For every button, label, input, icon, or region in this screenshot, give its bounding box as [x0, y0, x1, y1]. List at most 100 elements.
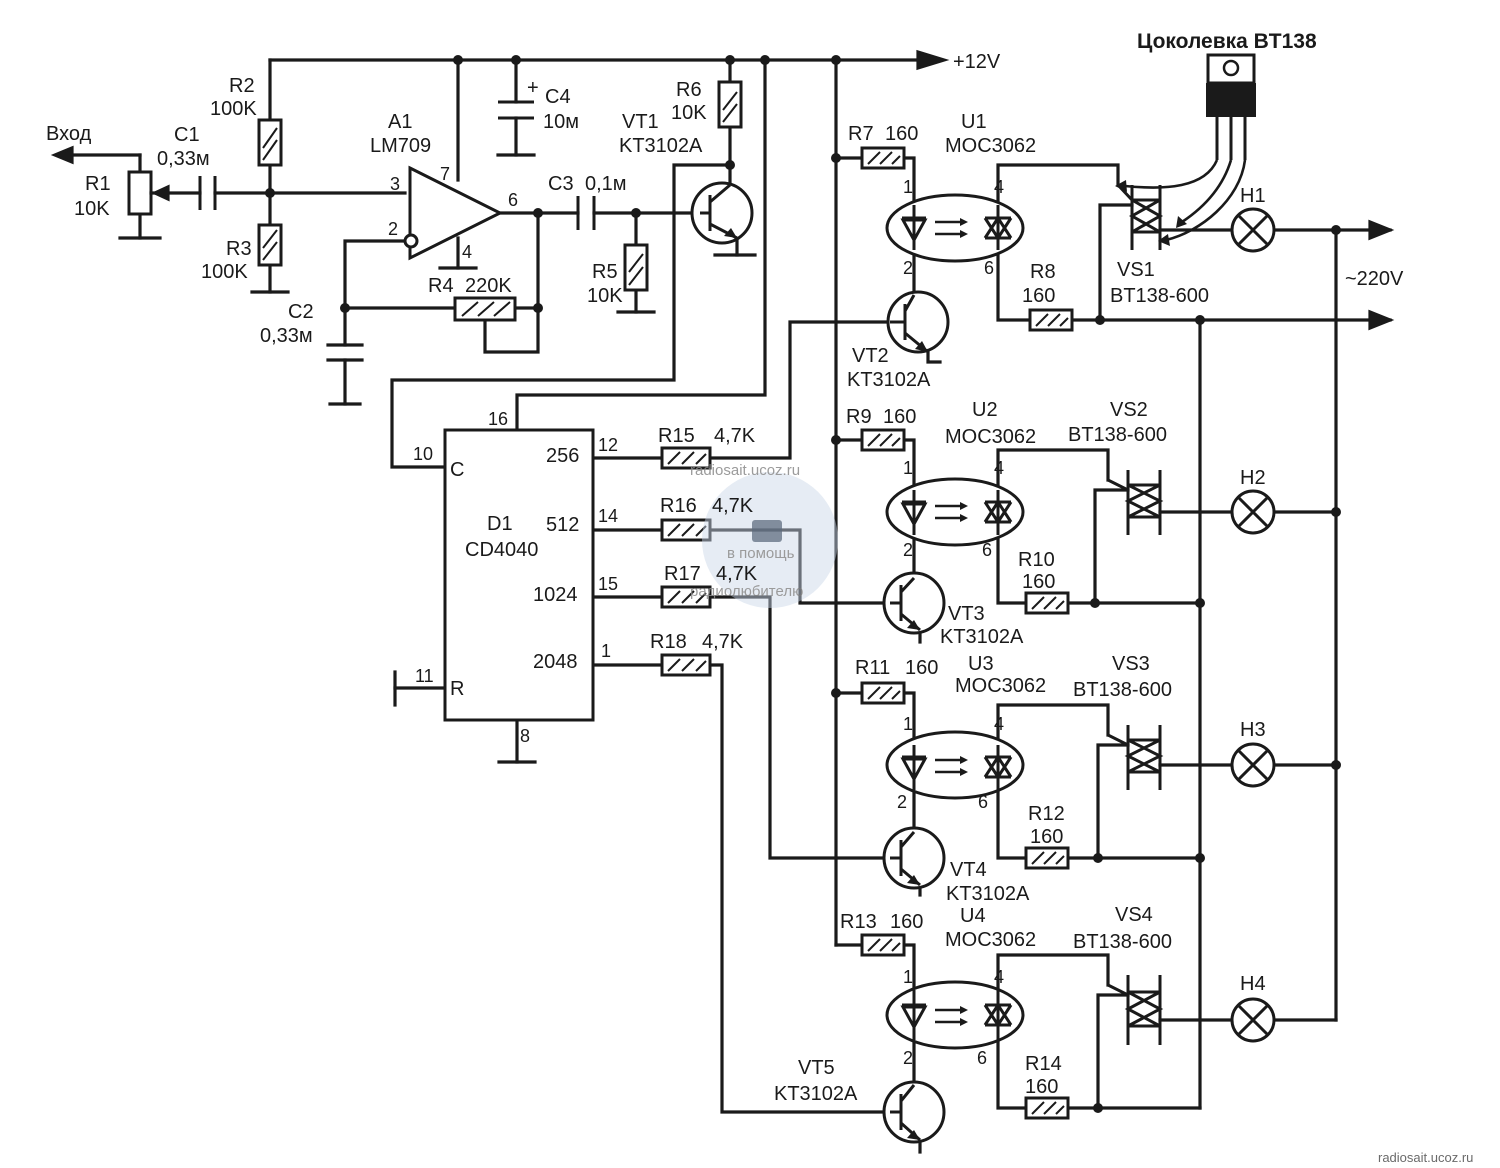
optocoupler-u4: [885, 980, 1025, 1050]
label-components-r4-value: 220K: [465, 275, 512, 297]
triac-vs2: [1107, 470, 1164, 535]
label-components-u2-ref: U2: [972, 399, 998, 421]
resistor-r11: [860, 681, 906, 705]
label-components-r15-value: 4,7K: [714, 425, 756, 447]
watermark-line1: в помощь: [727, 545, 795, 562]
resistor-r10: [1024, 591, 1070, 615]
label-components-vt2-ref: VT2: [852, 345, 889, 367]
label-counter-outputs-0-label: 256: [546, 445, 579, 467]
transistor-vt2: [886, 290, 950, 354]
watermark: radiosait.ucoz.ru в помощь радиолюбителю: [690, 462, 838, 608]
optocouplers: [885, 193, 1025, 1050]
input-label: Вход: [46, 123, 92, 145]
label-components-h3-ref: H3: [1240, 719, 1266, 741]
triac-vs3: [1107, 725, 1164, 790]
watermark-site: radiosait.ucoz.ru: [690, 462, 800, 479]
label-components-vs1-part: BT138-600: [1110, 285, 1209, 307]
capacitor-c3: [576, 196, 596, 230]
label-components-r9-ref: R9: [846, 406, 872, 428]
label-optocoupler_pins-p6: 6: [984, 258, 994, 278]
label-components-r2-value: 100K: [210, 98, 257, 120]
label-components-a1-pins-4: 6: [508, 190, 518, 210]
watermark-line2: радиолюбителю: [690, 583, 803, 600]
label-components-r18-ref: R18: [650, 631, 687, 653]
label-components-c2-ref: C2: [288, 301, 314, 323]
label-components-r14-value: 160: [1025, 1076, 1058, 1098]
resistor-r16: [660, 518, 712, 542]
label-optocoupler_pins-p2: 2: [903, 540, 913, 560]
label-components-c4-polarity: +: [527, 77, 539, 99]
potentiometer-r1: [127, 170, 170, 216]
label-components-vs2-ref: VS2: [1110, 399, 1148, 421]
label-components-h1-ref: H1: [1240, 185, 1266, 207]
label-counter-pin_vss: 8: [520, 726, 530, 746]
label-optocoupler_pins-p2: 2: [903, 258, 913, 278]
label-components-vs1-ref: VS1: [1117, 259, 1155, 281]
label-components-r10-value: 160: [1022, 571, 1055, 593]
transistor-vt5: [882, 1080, 946, 1144]
resistor-r13: [860, 933, 906, 957]
label-components-vs2-part: BT138-600: [1068, 424, 1167, 446]
label-optocoupler_pins-p1: 1: [903, 177, 913, 197]
label-components-u3-part: MOC3062: [955, 675, 1046, 697]
label-optocoupler_pins-p6: 6: [978, 792, 988, 812]
label-components-r17-ref: R17: [664, 563, 701, 585]
label-components-a1-part: LM709: [370, 135, 431, 157]
capacitor-c2: [328, 343, 362, 362]
bt138-pinout-inset: [1115, 53, 1256, 246]
label-components-r13-value: 160: [890, 911, 923, 933]
label-components-r7-value: 160: [885, 123, 918, 145]
label-components-r8-ref: R8: [1030, 261, 1056, 283]
label-components-c1-ref: C1: [174, 124, 200, 146]
label-components-c3-value: 0,1м: [585, 173, 627, 195]
triac-vs1: [1116, 183, 1164, 250]
label-optocoupler_pins-p1: 1: [903, 714, 913, 734]
label-components-r7-ref: R7: [848, 123, 874, 145]
label-components-a1-pins-3: 4: [462, 242, 472, 262]
resistor-r12: [1024, 846, 1070, 870]
label-components-vt3-ref: VT3: [948, 603, 985, 625]
label-components-r13-ref: R13: [840, 911, 877, 933]
label-counter-outputs-3-label: 2048: [533, 651, 578, 673]
label-components-vs4-ref: VS4: [1115, 904, 1153, 926]
label-components-r15-ref: R15: [658, 425, 695, 447]
label-components-r1-value: 10K: [74, 198, 110, 220]
capacitors: [198, 100, 596, 362]
label-optocoupler_pins-p6: 6: [982, 540, 992, 560]
resistors: [127, 80, 1074, 1120]
capacitor-c1: [198, 176, 217, 210]
label-optocoupler_pins-p4: 4: [994, 714, 1004, 734]
label-components-r11-value: 160: [905, 657, 938, 679]
label-components-a1-ref: A1: [388, 111, 412, 133]
label-components-r5-value: 10K: [587, 285, 623, 307]
label-components-r2-ref: R2: [229, 75, 255, 97]
label-components-a1-pins-1: 2: [388, 219, 398, 239]
lamp-h4: [1230, 997, 1276, 1043]
label-components-h4-ref: H4: [1240, 973, 1266, 995]
label-optocoupler_pins-p2: 2: [903, 1048, 913, 1068]
label-optocoupler_pins-p6: 6: [977, 1048, 987, 1068]
label-components-r6-value: 10K: [671, 102, 707, 124]
label-components-r3-ref: R3: [226, 238, 252, 260]
resistor-r5: [623, 243, 649, 292]
label-components-r6-ref: R6: [676, 79, 702, 101]
label-components-vt5-ref: VT5: [798, 1057, 835, 1079]
lamp-h1: [1230, 207, 1276, 253]
capacitor-c4: [498, 100, 534, 120]
resistor-r3: [257, 223, 283, 267]
label-components-vt5-part: KT3102A: [774, 1083, 858, 1105]
label-optocoupler_pins-p1: 1: [903, 967, 913, 987]
label-counter-pin_reset: 11: [415, 666, 434, 686]
label-components-a1-pins-2: 7: [440, 164, 450, 184]
label-optocoupler_pins-p2: 2: [897, 792, 907, 812]
resistor-r2: [257, 118, 283, 167]
junction-dots: [265, 55, 1341, 1113]
label-components-r4-ref: R4: [428, 275, 454, 297]
label-components-vt4-part: KT3102A: [946, 883, 1030, 905]
label-components-vs4-part: BT138-600: [1073, 931, 1172, 953]
label-counter-outputs-1-label: 512: [546, 514, 579, 536]
label-counter-label_reset: R: [450, 678, 464, 700]
label-components-a1-pins-0: 3: [390, 174, 400, 194]
label-counter-outputs-2-pin: 15: [598, 574, 618, 594]
